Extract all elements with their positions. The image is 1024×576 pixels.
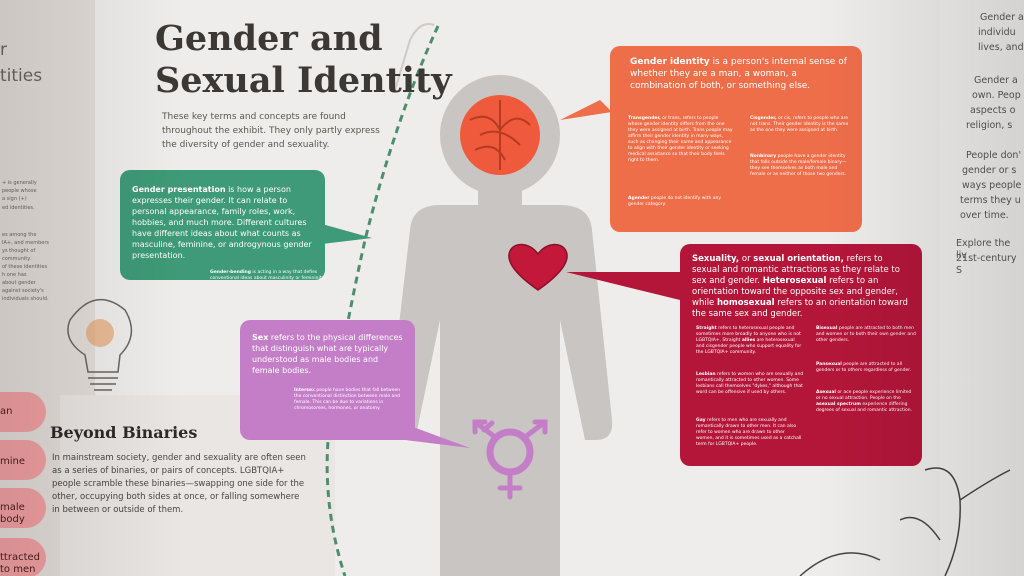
left-fragment-5: a sign (+) — [2, 196, 27, 202]
pink-bubble-tail — [405, 424, 470, 448]
right-fragment-12: over time. — [960, 210, 1009, 221]
asexual-text: Asexual or ace people experience limited… — [816, 390, 913, 413]
beyond-binaries-text: In mainstream society, gender and sexual… — [52, 453, 306, 515]
intro-text: These key terms and concepts are found t… — [162, 112, 380, 150]
red-bubble-tail — [566, 272, 680, 300]
right-fragment-4: Gender a — [974, 75, 1018, 86]
binary-label-2: mine — [0, 456, 26, 467]
bisexual-text: Bisexual people are attracted to both me… — [816, 326, 916, 343]
right-fragment-7: religion, s — [966, 120, 1013, 131]
right-fragment-8: People don' — [966, 150, 1022, 161]
binary-pill-1 — [0, 392, 46, 432]
left-fragment-1: r — [0, 40, 7, 60]
right-fragment-14: 21st-century S — [956, 253, 1017, 276]
left-fragment-9: ys thought of — [2, 248, 36, 254]
left-fragment-10: community. — [2, 256, 32, 262]
lightbulb-icon — [67, 298, 133, 373]
binary-label-1: an — [0, 406, 13, 417]
sex-text: Sex refers to the physical differences t… — [252, 333, 403, 375]
left-fragment-11: of these identities — [2, 264, 48, 270]
right-fragment-5: own. Peop — [972, 90, 1021, 101]
left-fragment-3: + is generally — [2, 180, 37, 186]
right-fragment-2: individu — [978, 27, 1016, 38]
gender-bending-text: Gender-bending is acting in a way that d… — [210, 270, 325, 281]
straight-text: Straight refers to heterosexual people a… — [696, 326, 802, 355]
gender-presentation-term: Gender presentation — [132, 185, 226, 194]
binary-label-3a: male — [0, 502, 25, 513]
gender-presentation-bubble: Gender presentation is how a person expr… — [120, 170, 325, 281]
left-fragment-8: IA+, and members — [2, 240, 49, 246]
nonbinary-text: Nonbinary people have a gender identity … — [750, 154, 847, 177]
binary-pill-3 — [0, 488, 46, 528]
left-fragment-2: tities — [0, 66, 43, 86]
right-fragment-11: terms they u — [960, 195, 1021, 206]
binary-pill-2 — [0, 440, 46, 480]
left-fragment-7: es among the — [2, 232, 37, 238]
right-fragment-3: lives, and — [978, 42, 1024, 53]
agender-text: Agender people do not identify with any … — [628, 196, 722, 207]
sexuality-text: Sexuality, or sexual orientation, refers… — [692, 254, 908, 319]
right-fragment-13: Explore the liv — [956, 238, 1011, 261]
left-fragment-15: individuals should. — [2, 296, 49, 302]
brain-folds — [469, 100, 531, 170]
binary-label-3b: body — [0, 514, 25, 525]
orange-bubble-tail — [560, 100, 612, 120]
dashed-path — [325, 25, 440, 576]
sex-bubble: Sex refers to the physical differences t… — [240, 320, 415, 440]
heart-shape — [508, 243, 568, 291]
sexuality-bubble: Sexuality, or sexual orientation, refers… — [680, 244, 922, 466]
transgender-text: Transgender, or trans, refers to people … — [628, 116, 733, 163]
plant-sketch — [924, 467, 961, 576]
green-bubble-tail — [322, 224, 372, 244]
binary-label-4b: to men — [0, 564, 36, 575]
right-fragment-9: gender or s — [962, 165, 1017, 176]
binary-pill-4 — [0, 538, 46, 576]
page-title: Gender and Sexual Identity — [155, 18, 452, 101]
gender-identity-text: Gender identity is a person's internal s… — [630, 57, 847, 91]
left-fragment-12: h one has — [2, 272, 27, 278]
binary-label-4a: ttracted — [0, 552, 40, 563]
figure-body — [387, 205, 613, 576]
pansexual-text: Pansexual people are attracted to all ge… — [816, 362, 912, 373]
cisgender-text: Cisgender, or cis, refers to people who … — [750, 116, 849, 133]
left-fragment-13: about gender — [2, 280, 36, 286]
gender-identity-bubble: Gender identity is a person's internal s… — [610, 46, 862, 232]
gender-presentation-text: Gender presentation is how a person expr… — [132, 185, 312, 260]
right-fragment-1: Gender a — [980, 12, 1024, 23]
right-fragment-6: aspects o — [970, 105, 1016, 116]
left-fragment-4: people whose — [2, 188, 37, 194]
left-fragment-6: ed identities. — [2, 205, 35, 211]
lesbian-text: Lesbian refers to women who are sexually… — [696, 372, 804, 395]
gay-text: Gay refers to men who are sexually and r… — [696, 418, 802, 447]
beyond-binaries-title: Beyond Binaries — [50, 423, 198, 442]
intersex-text: Intersex people have bodies that fall be… — [294, 388, 401, 411]
left-fragment-14: against society's — [2, 288, 44, 294]
lightbulb-glow — [86, 319, 114, 347]
right-fragment-10: ways people — [962, 180, 1022, 191]
